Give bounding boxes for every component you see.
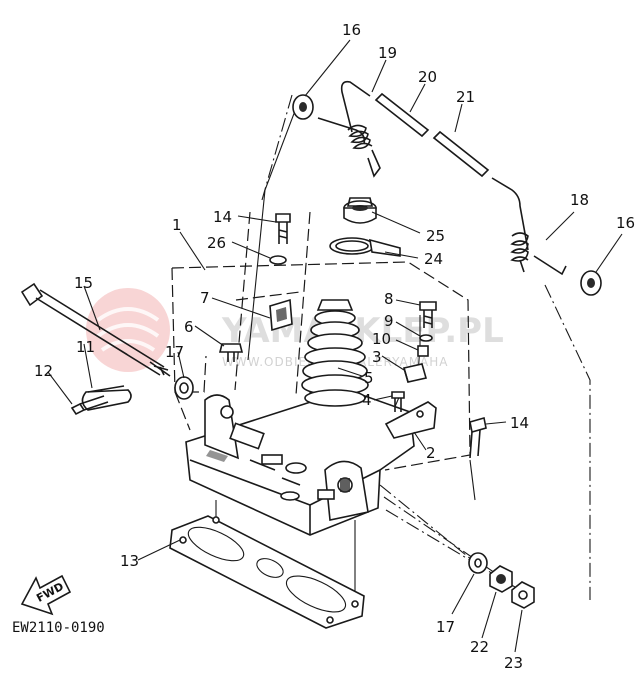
tube-20 (374, 92, 430, 138)
callout-15: 15 (74, 274, 93, 292)
callout-8: 8 (384, 290, 394, 308)
callout-16-top: 16 (342, 21, 361, 39)
callout-14-upper: 14 (213, 208, 232, 226)
watermark: YAMASKLEP.PL WWW.ODBIERCZ DEALERYAMAHA (86, 288, 504, 372)
callout-17-right: 17 (436, 618, 455, 636)
nut-22 (489, 565, 513, 593)
callout-leaders (47, 39, 623, 653)
callout-20: 20 (418, 68, 437, 86)
rod-18 (491, 177, 529, 251)
gasket-13 (169, 515, 365, 629)
callout-14-right: 14 (510, 414, 529, 432)
tube-21 (432, 130, 490, 178)
callout-19: 19 (378, 44, 397, 62)
washer-9 (419, 334, 433, 342)
callout-7: 7 (200, 289, 210, 307)
callout-2: 2 (426, 444, 436, 462)
bolt-8 (419, 301, 437, 328)
clamp-24 (329, 237, 401, 257)
diagram-code: EW2110-0190 (12, 620, 105, 636)
callout-11: 11 (76, 338, 95, 356)
spring-19 (347, 124, 381, 178)
fwd-arrow-icon: FWD (20, 574, 72, 616)
washer-26 (269, 255, 287, 265)
washer-17-right (468, 552, 488, 574)
watermark-logo-icon (86, 288, 170, 372)
callout-6: 6 (184, 318, 194, 336)
cap-25 (343, 197, 377, 224)
spring-18 (510, 232, 567, 276)
collar-10 (417, 345, 429, 357)
callout-21: 21 (456, 88, 475, 106)
callout-numbers: 16 19 20 21 18 16 1 14 26 7 6 17 15 11 1… (34, 21, 635, 672)
grommet-16-top (292, 94, 314, 120)
callout-13: 13 (120, 552, 139, 570)
callout-4: 4 (362, 391, 372, 409)
callout-22: 22 (470, 638, 489, 656)
bolt-14-right (469, 416, 487, 459)
callout-12: 12 (34, 362, 53, 380)
bracket-base (185, 389, 415, 536)
callout-24: 24 (424, 250, 443, 268)
callout-26: 26 (207, 234, 226, 252)
nut-23 (511, 581, 535, 609)
callout-1: 1 (172, 216, 182, 234)
callout-18: 18 (570, 191, 589, 209)
callout-23: 23 (504, 654, 523, 672)
bolt-14-upper (275, 213, 291, 244)
callout-17-left: 17 (165, 343, 184, 361)
grommet-16-right (580, 270, 602, 296)
boot-5 (301, 299, 369, 407)
nut-3 (402, 363, 428, 383)
washer-17-left (174, 376, 194, 400)
pin-11 (81, 385, 132, 411)
callout-10: 10 (372, 330, 391, 348)
screw-6 (218, 343, 244, 362)
callout-9: 9 (384, 312, 394, 330)
watermark-text: YAMASKLEP.PL (221, 311, 504, 351)
long-bolt-15 (20, 282, 171, 377)
callout-25: 25 (426, 227, 445, 245)
clip-12 (70, 395, 109, 416)
callout-16-right: 16 (616, 214, 635, 232)
plate-2 (384, 401, 437, 439)
callout-3: 3 (372, 348, 382, 366)
grommet-7 (269, 298, 293, 332)
callout-5: 5 (364, 369, 374, 387)
